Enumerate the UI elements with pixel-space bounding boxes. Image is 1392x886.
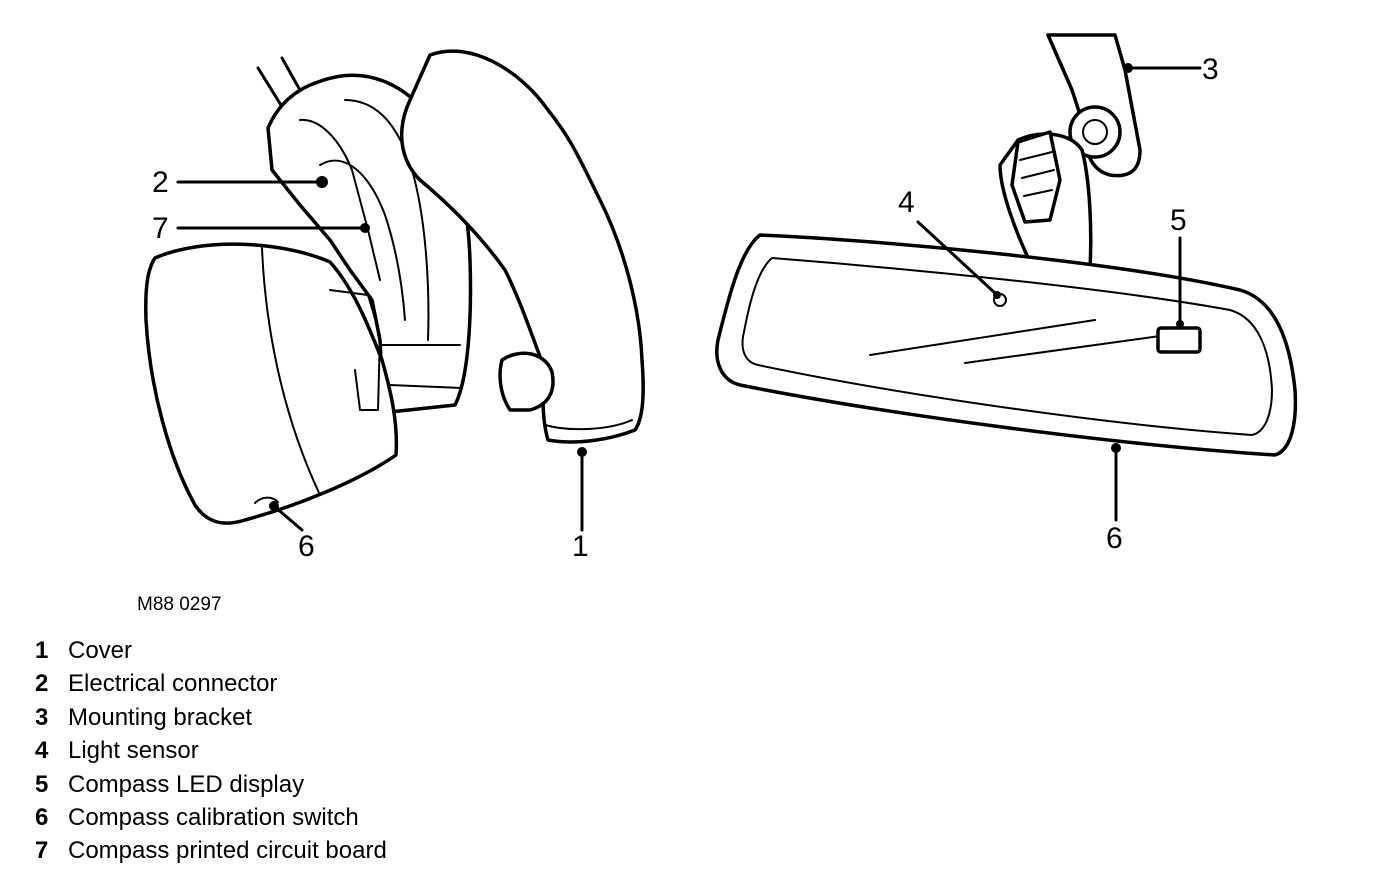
legend-label: Electrical connector: [68, 670, 278, 698]
calibration-switch-left: [254, 496, 279, 504]
head-socket: [329, 289, 381, 411]
cover: [399, 49, 645, 444]
legend-label: Cover: [68, 637, 133, 664]
cover-spout: [498, 351, 555, 412]
figure-code: M88 0297: [137, 594, 222, 615]
legend-number: 3: [35, 703, 49, 731]
legend-number: 2: [35, 670, 49, 698]
mirror-head-edge: [261, 247, 321, 496]
parts-legend: 1 Cover 2 Electrical connector 3 Mounting b…: [35, 634, 387, 868]
stem-connector: [1010, 130, 1062, 224]
bracket-nut-inner: [1082, 119, 1108, 145]
compass-led-display: [1156, 326, 1202, 354]
mirror-head: [144, 242, 399, 525]
legend-number: 6: [35, 803, 49, 831]
mirror-exploded-diagram: 2 7 6 1 3 4 5 6: [144, 33, 1298, 563]
legend-label: Mounting bracket: [68, 703, 253, 731]
callout-6-left: 6: [298, 530, 315, 563]
right-assembled-view: [715, 33, 1298, 457]
legend-label: Compass LED display: [68, 770, 305, 798]
legend-label: Compass printed circuit board: [68, 837, 387, 865]
left-exploded-view: [144, 49, 645, 525]
legend-item: 5 Compass LED display: [35, 768, 387, 801]
legend-item: 4 Light sensor: [35, 734, 387, 767]
mirror-glass: [741, 257, 1273, 436]
callout-1: 1: [572, 530, 589, 563]
cover-rim: [544, 419, 633, 431]
base-lower-step: [379, 344, 463, 389]
legend-number: 1: [35, 637, 49, 664]
bracket-nut: [1068, 105, 1122, 159]
legend-item: 6 Compass calibration switch: [35, 801, 387, 834]
right-callouts: 3 4 5 6: [898, 53, 1219, 555]
callout-4: 4: [898, 186, 915, 219]
left-callouts: 2 7 6 1: [152, 166, 589, 563]
legend-item: 2 Electrical connector: [35, 667, 387, 700]
legend-label: Light sensor: [68, 737, 199, 765]
glass-reflection: [964, 335, 1161, 364]
callout-6-right: 6: [1106, 522, 1123, 555]
legend-number: 7: [35, 837, 49, 865]
legend-item: 3 Mounting bracket: [35, 701, 387, 734]
glass-reflection: [869, 319, 1096, 356]
legend-label: Compass calibration switch: [68, 803, 359, 831]
callout-7: 7: [152, 212, 169, 245]
mirror-frame: [715, 233, 1298, 457]
circuit-board: [319, 159, 406, 321]
legend-number: 5: [35, 770, 49, 798]
legend-number: 4: [35, 737, 49, 765]
legend-item: 1 Cover: [35, 634, 387, 667]
connector-lines: [1019, 151, 1055, 197]
legend-item: 7 Compass printed circuit board: [35, 834, 387, 867]
callout-2: 2: [152, 166, 169, 199]
callout-3: 3: [1202, 53, 1219, 86]
callout-5: 5: [1170, 204, 1187, 237]
